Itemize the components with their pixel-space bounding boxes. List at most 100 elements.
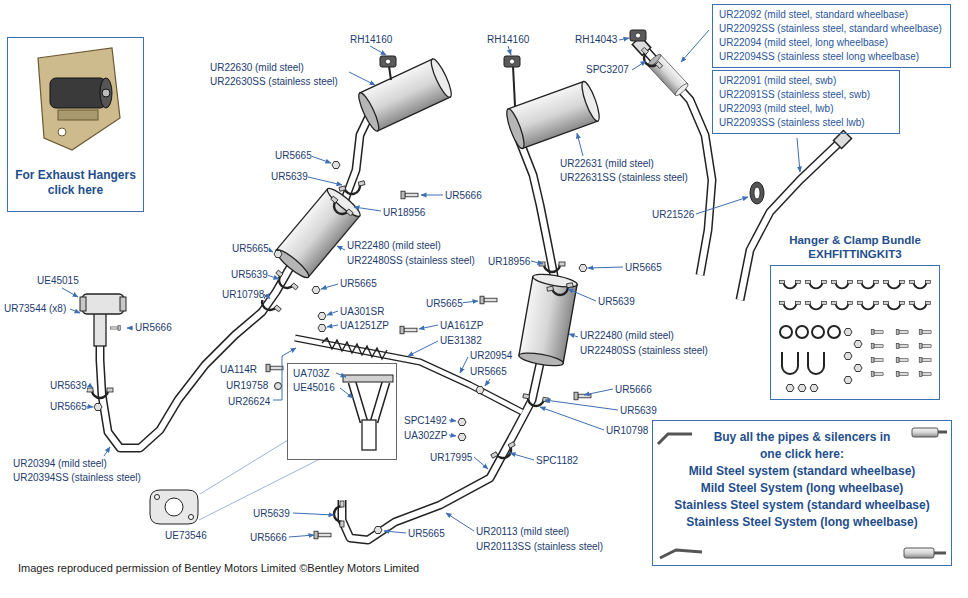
pipe — [342, 359, 541, 540]
u-bolt — [808, 352, 824, 374]
manifold-flange — [120, 297, 126, 311]
clamp — [884, 301, 905, 309]
part-number: UR22480 (mild steel) — [580, 330, 674, 341]
nut — [798, 385, 806, 392]
manifold — [80, 294, 126, 346]
pipe — [342, 359, 541, 540]
ring — [812, 326, 824, 338]
part-number: UA301SR — [340, 306, 384, 317]
bolt — [871, 329, 883, 334]
gasket — [150, 440, 320, 524]
location-line — [199, 459, 320, 520]
bolt — [480, 296, 497, 304]
nut — [476, 387, 484, 394]
part-number: SPC3207 — [586, 64, 629, 75]
flange-plate — [343, 375, 393, 382]
part-number: UR17995 — [430, 452, 472, 463]
leader-line — [569, 334, 578, 337]
part-number: SPC1492 — [404, 415, 447, 426]
leader-line — [696, 197, 748, 214]
bolt — [919, 343, 931, 348]
nut — [844, 353, 852, 360]
nut — [854, 365, 862, 372]
leader-line — [619, 38, 629, 40]
hanger-rubber — [50, 78, 106, 108]
leader-line — [337, 246, 345, 250]
part-number: UR18956 — [383, 207, 425, 218]
tail-pipe — [740, 140, 842, 300]
box-text: UR22093 (mild steel, lwb) — [719, 102, 893, 116]
leader-line — [485, 379, 490, 386]
part-number: UR5665 — [470, 366, 507, 377]
buy-thumbnails — [658, 428, 947, 558]
bolt — [110, 326, 120, 331]
box-text: Stainless Steel System (long wheelbase) — [663, 514, 941, 531]
box-text: Mild Steel System (long wheelbase) — [663, 480, 941, 497]
ring — [828, 326, 840, 338]
part-number: RH14160 — [487, 34, 529, 45]
clamp — [522, 394, 549, 408]
leader-line — [421, 195, 443, 196]
part-number: UR5639 — [50, 380, 87, 391]
kit-parts — [780, 280, 932, 391]
pipe-thumbnail — [658, 434, 692, 444]
clamp — [858, 301, 879, 309]
leader-lines — [62, 30, 800, 537]
box-text: UR22091 (mild steel, swb) — [719, 74, 893, 88]
part-number: UR20113 (mild steel) — [476, 526, 569, 537]
ring — [780, 326, 792, 338]
hanger-photo — [38, 48, 120, 150]
credit-caption: Images reproduced permission of Bentley … — [18, 562, 419, 575]
pipe-thumbnail — [660, 550, 702, 558]
leader-line — [89, 385, 93, 388]
box-text: For Exhaust Hangers click here — [10, 168, 141, 198]
part-number: UR22631SS (stainless steel) — [560, 172, 688, 183]
clamp — [884, 280, 905, 288]
manifold-flange — [80, 297, 86, 311]
nut — [332, 162, 340, 169]
part-number: UR5639 — [271, 171, 308, 182]
leader-line — [62, 288, 78, 297]
leader-line — [70, 309, 80, 313]
clamp — [910, 280, 931, 288]
leader-line — [588, 267, 623, 268]
part-number: UR10798 — [606, 425, 648, 436]
box-text: UR22092SS (stainless steel, standard whe… — [719, 22, 944, 36]
spring — [322, 338, 387, 359]
leader-line — [681, 30, 709, 62]
leader-line — [545, 400, 618, 410]
part-number: UR20113SS (stainless steel) — [476, 541, 603, 552]
pipe-thumbnail — [938, 431, 947, 434]
box-text: Stainless Steel system (standard wheelba… — [663, 497, 941, 514]
bolt — [896, 371, 908, 376]
leader-line — [127, 328, 133, 329]
leader-line — [584, 389, 613, 395]
hanger — [630, 30, 646, 41]
box-text: UR22094 (mild steel, long wheelbase) — [719, 36, 944, 50]
nut — [844, 329, 852, 336]
leader-line — [446, 513, 474, 531]
box-text: UR22093SS (stainless steel lwb) — [719, 116, 893, 130]
part-number: UA161ZP — [440, 320, 483, 331]
leader-line — [408, 341, 438, 356]
leader-line — [508, 46, 511, 55]
gasket-hole — [155, 495, 160, 500]
nut — [318, 325, 326, 332]
leader-line — [293, 513, 334, 515]
part-number: UR5639 — [253, 508, 290, 519]
bolt — [871, 357, 883, 362]
part-number: UR20394SS (stainless steel) — [13, 472, 141, 483]
leader-line — [273, 348, 296, 400]
leader-line — [797, 138, 800, 172]
pipe — [100, 264, 292, 448]
leader-line — [321, 284, 338, 289]
part-number: UR5666 — [615, 384, 652, 395]
flange-joint — [343, 375, 393, 450]
leader-line — [354, 207, 381, 211]
gasket-plate — [150, 490, 198, 524]
part-number: UR5665 — [275, 150, 312, 161]
part-number: UR5639 — [620, 405, 657, 416]
clamp — [339, 181, 367, 197]
part-number: UR5665 — [426, 298, 463, 309]
part-number: UR22480SS (stainless steel) — [580, 345, 708, 356]
